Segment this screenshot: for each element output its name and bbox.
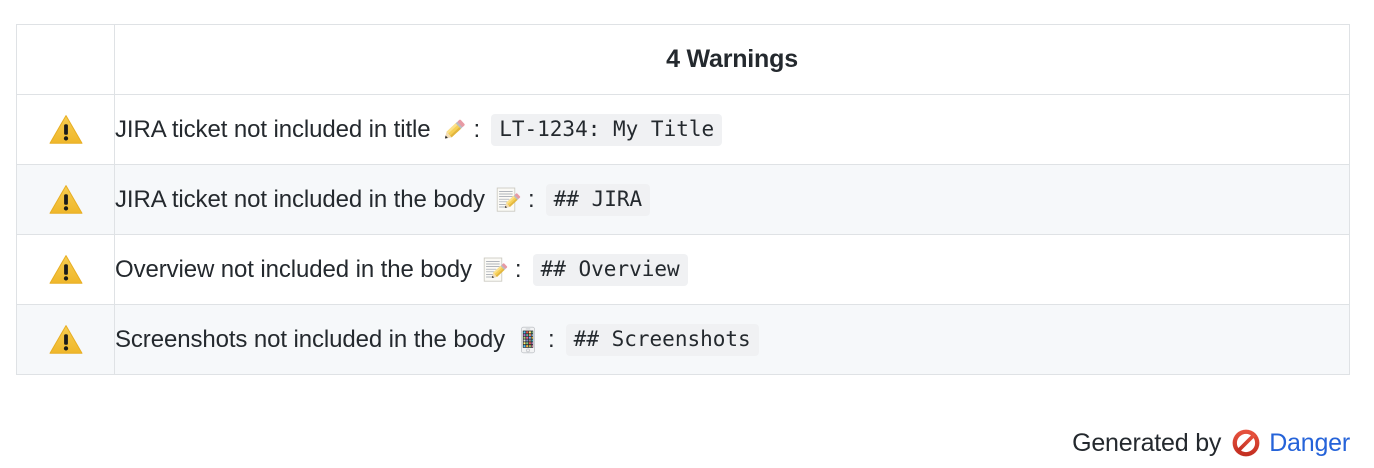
message-line: Screenshots not included in the body (115, 323, 1349, 356)
warnings-table: 4 Warnings (16, 24, 1350, 375)
warning-message-cell: Overview not included in the body (114, 234, 1350, 305)
warning-message-cell: Screenshots not included in the body (114, 304, 1350, 375)
table-row: Screenshots not included in the body (16, 304, 1350, 375)
warning-triangle-icon (49, 324, 83, 355)
prohibited-sign-emoji (1231, 428, 1261, 458)
warning-icon-cell (16, 164, 115, 235)
message-separator: : (548, 325, 555, 353)
memo-emoji (481, 256, 509, 284)
message-line: JIRA ticket not included in title (115, 113, 1349, 146)
warning-icon-cell (16, 304, 115, 375)
memo-emoji (494, 186, 522, 214)
code-snippet: ## Overview (532, 253, 688, 286)
message-text: Screenshots not included in the body (115, 325, 505, 353)
danger-link[interactable]: Danger (1269, 428, 1350, 457)
generated-by-label: Generated by (1072, 428, 1222, 457)
table-header-row: 4 Warnings (16, 24, 1350, 95)
mobile-phone-emoji (514, 326, 542, 354)
header-title-cell: 4 Warnings (114, 24, 1350, 95)
warning-icon-cell (16, 94, 115, 165)
code-snippet: ## Screenshots (565, 323, 759, 356)
warning-message-cell: JIRA ticket not included in title (114, 94, 1350, 165)
table-row: JIRA ticket not included in title (16, 94, 1350, 165)
pencil-emoji (440, 116, 468, 144)
message-separator: : (473, 115, 481, 143)
message-separator: : (514, 255, 522, 283)
message-text: JIRA ticket not included in title (115, 115, 431, 143)
warning-message-cell: JIRA ticket not included in the body (114, 164, 1350, 235)
table-row: JIRA ticket not included in the body (16, 164, 1350, 235)
warning-triangle-icon (49, 114, 83, 145)
warning-icon-cell (16, 234, 115, 305)
message-text: JIRA ticket not included in the body (115, 185, 485, 213)
message-line: Overview not included in the body (115, 253, 1349, 286)
message-line: JIRA ticket not included in the body (115, 183, 1349, 216)
footer-attribution: Generated by Danger (1072, 428, 1350, 458)
message-text: Overview not included in the body (115, 255, 472, 283)
header-blank-cell (16, 24, 115, 95)
warning-triangle-icon (49, 184, 83, 215)
table-body: JIRA ticket not included in title (16, 94, 1350, 375)
code-snippet: LT-1234: My Title (491, 113, 723, 146)
warning-triangle-icon (49, 254, 83, 285)
code-snippet: ## JIRA (545, 183, 651, 216)
table-header: 4 Warnings (16, 24, 1350, 95)
table-row: Overview not included in the body (16, 234, 1350, 305)
message-separator: : (527, 185, 535, 213)
